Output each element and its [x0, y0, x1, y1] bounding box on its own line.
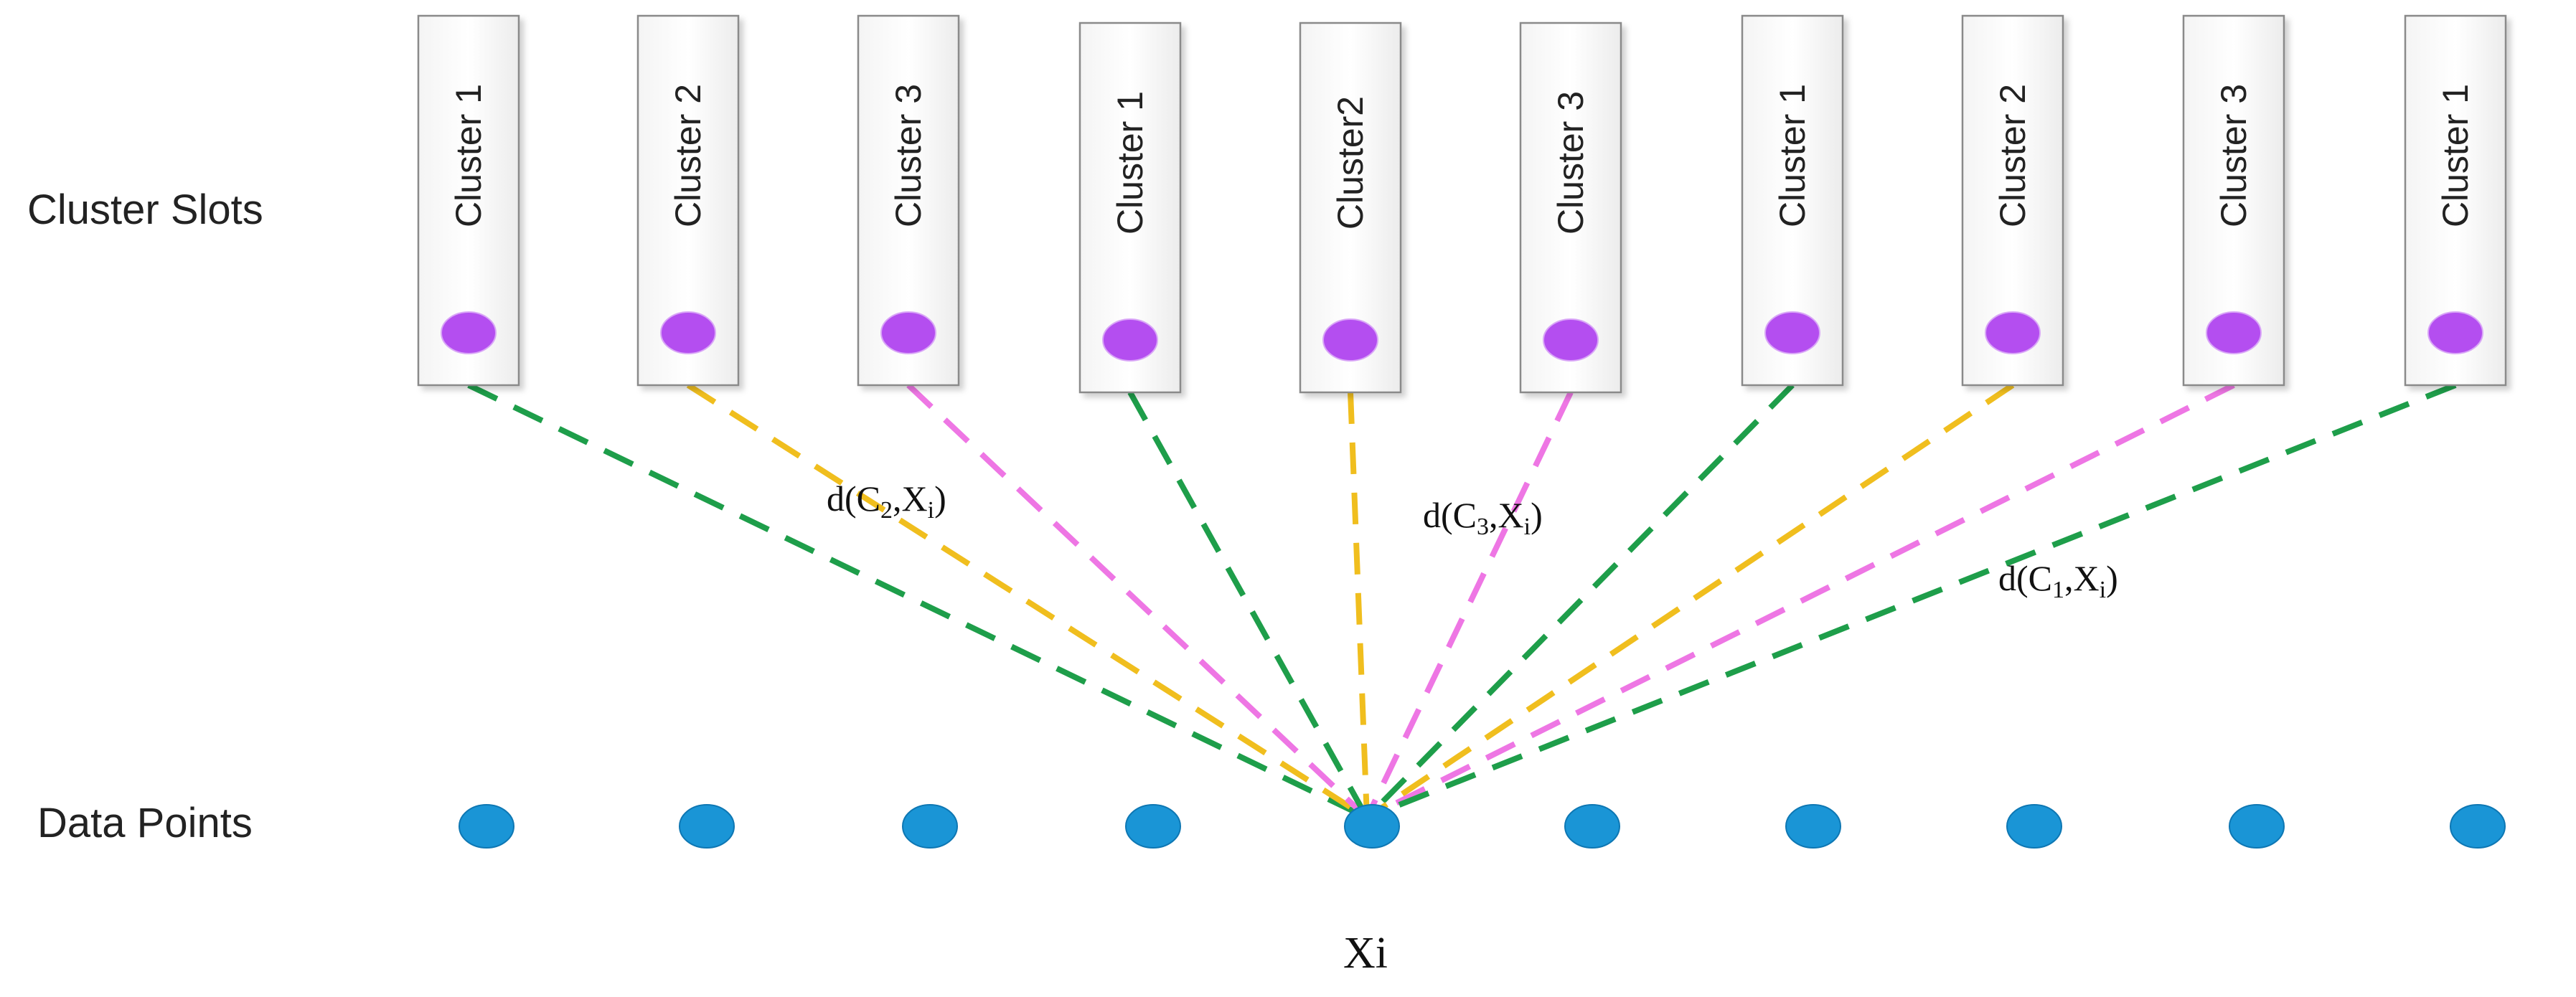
- distance-line-cluster-1: [1365, 382, 2457, 821]
- data-point: [2450, 804, 2506, 849]
- slot-label: Cluster 3: [1551, 91, 1591, 235]
- slot-label: Cluster 1: [2435, 84, 2476, 227]
- centroid-marker: [1543, 318, 1599, 362]
- cluster-slot: Cluster 3: [857, 14, 960, 387]
- slot-label: Cluster 3: [888, 84, 929, 227]
- slot-label: Cluster 2: [1993, 84, 2033, 227]
- cluster-slot: Cluster 3: [2182, 14, 2285, 387]
- distance-line-cluster-3: [1365, 382, 2235, 821]
- data-point: [679, 804, 735, 849]
- centroid-marker: [1985, 311, 2041, 354]
- slot-label: Cluster 1: [1772, 84, 1813, 227]
- data-point: [1125, 804, 1181, 849]
- data-point: [1564, 804, 1620, 849]
- distance-label-c2-xi: d(C2,Xi): [827, 478, 946, 524]
- centroid-marker: [880, 311, 936, 354]
- centroid-marker: [1764, 311, 1820, 354]
- distance-line-cluster-2: [1365, 382, 2015, 821]
- cluster-slot: Cluster 2: [1961, 14, 2064, 387]
- slot-label: Cluster 1: [1110, 91, 1150, 235]
- slot-label: Cluster 3: [2214, 84, 2254, 227]
- distance-line-cluster-1: [1127, 391, 1370, 819]
- cluster-slots-label: Cluster Slots: [27, 186, 263, 233]
- distance-line-cluster-3: [906, 383, 1369, 820]
- data-point: [1785, 804, 1841, 849]
- cluster-slot: Cluster 3: [1519, 22, 1622, 394]
- distance-line-cluster-2: [1348, 392, 1370, 818]
- cluster-slot: Cluster 1: [1078, 22, 1182, 394]
- distance-lines: [467, 382, 2457, 821]
- slot-label: Cluster 2: [668, 84, 708, 227]
- slot-label: Cluster 1: [448, 84, 489, 227]
- centroid-marker: [1102, 318, 1158, 362]
- data-point: [902, 804, 958, 849]
- slot-label: Cluster2: [1330, 96, 1371, 230]
- centroid-marker: [441, 311, 497, 354]
- cluster-slot: Cluster2: [1299, 22, 1402, 394]
- distance-label-c1-xi: d(C1,Xi): [1998, 558, 2118, 603]
- centroid-marker: [2427, 311, 2483, 354]
- data-point: [2006, 804, 2062, 849]
- cluster-slot: Cluster 1: [1741, 14, 1844, 387]
- distance-line-cluster-2: [686, 382, 1369, 821]
- data-point: [2229, 804, 2285, 849]
- cluster-slots: Cluster 1 Cluster 2 Cluster 3 Cluster 1 Clus…: [417, 14, 2507, 394]
- cluster-slot: Cluster 1: [417, 14, 520, 387]
- selected-data-point: [1344, 804, 1400, 849]
- centroid-marker: [1322, 318, 1378, 362]
- cluster-slot: Cluster 1: [2404, 14, 2507, 387]
- data-point: [459, 804, 514, 849]
- distance-label-c3-xi: d(C3,Xi): [1423, 495, 1543, 540]
- centroid-marker: [660, 311, 716, 354]
- cluster-slot: Cluster 2: [636, 14, 740, 387]
- selected-point-label: Xi: [1343, 929, 1388, 978]
- centroid-marker: [2206, 311, 2262, 354]
- distance-line-cluster-1: [1365, 383, 1795, 820]
- distance-line-cluster-1: [467, 382, 1368, 821]
- data-points: [459, 804, 2506, 849]
- data-points-label: Data Points: [37, 800, 253, 846]
- distance-line-cluster-3: [1364, 391, 1574, 819]
